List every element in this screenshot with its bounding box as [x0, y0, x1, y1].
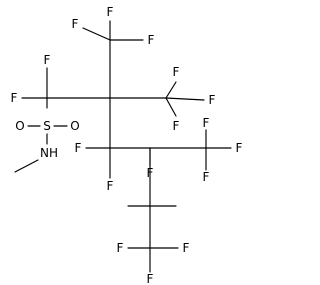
bond-lines [14, 20, 232, 273]
bond [82, 27, 111, 41]
atom-label-f: F [107, 5, 114, 19]
atom-label-o: O [15, 119, 24, 133]
atom-label-f: F [148, 33, 155, 47]
atom-label-f: F [183, 241, 190, 255]
atom-label-f: F [75, 141, 82, 155]
atom-label-f: F [209, 93, 216, 107]
bond [165, 97, 205, 101]
atom-label-f: F [72, 17, 79, 31]
bond [14, 159, 39, 173]
atom-label-f: F [203, 170, 210, 184]
atom-label-f: F [147, 166, 154, 180]
bond [165, 81, 177, 99]
atom-label-f: F [236, 141, 243, 155]
atom-label-f: F [173, 65, 180, 79]
atom-labels: F F F F F F F F S O O NH F F F F F F F F… [11, 5, 243, 285]
atom-label-f: F [147, 272, 154, 285]
molecular-structure-diagram: F F F F F F F F S O O NH F F F F F F F F… [11, 5, 243, 285]
atom-label-f: F [203, 116, 210, 130]
atom-label-f: F [44, 53, 51, 67]
atom-label-f: F [117, 241, 124, 255]
atom-label-s: S [43, 119, 51, 133]
bond [165, 97, 177, 117]
atom-label-f: F [107, 179, 114, 193]
atom-label-nh: NH [40, 146, 58, 160]
atom-label-f: F [173, 119, 180, 133]
atom-label-f: F [11, 91, 18, 105]
atom-label-o: O [70, 119, 79, 133]
